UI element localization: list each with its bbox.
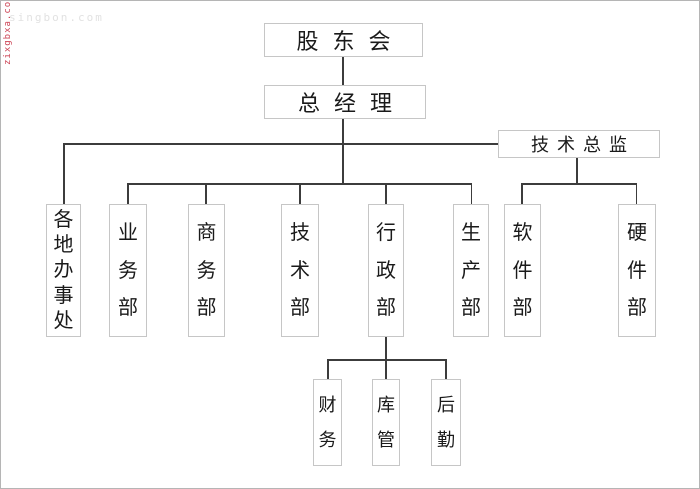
connector-left-branch-down [63,143,65,204]
connector-drop-logistics [445,359,447,379]
connector-drop-commerce [205,183,207,204]
node-software-dept: 软件部 [504,204,541,337]
connector-drop-software [521,183,523,204]
node-general-manager-label: 总经理 [297,91,406,116]
connector-drop-admin [385,183,387,204]
node-logistics: 后勤 [431,379,461,466]
node-shareholders: 股东会 [264,23,423,57]
connector-techdirector-down [576,158,578,183]
node-hardware-dept: 硬件部 [618,204,656,337]
connector-admin-rail [327,359,446,361]
connector-root-to-gm [342,57,344,85]
connector-drop-business [127,183,129,204]
node-regional-offices: 各地办事处 [46,204,81,337]
connector-tech-rail [521,183,637,185]
node-business-dept: 业务部 [109,204,147,337]
node-commerce-dept: 商务部 [188,204,225,337]
node-shareholders-label: 股东会 [296,29,405,54]
connector-drop-production [470,183,472,204]
node-tech-director-label: 技术总监 [531,135,635,155]
node-general-manager: 总经理 [264,85,426,119]
node-technical-dept: 技术部 [281,204,319,337]
node-admin-dept: 行政部 [368,204,404,337]
connector-gm-down [342,119,344,185]
node-production-dept: 生产部 [453,204,489,337]
connector-drop-finance [327,359,329,379]
connector-drop-hardware [635,183,637,204]
connector-drop-technical [299,183,301,204]
node-finance: 财务 [313,379,342,466]
node-tech-director: 技术总监 [498,130,660,158]
node-warehouse: 库管 [372,379,400,466]
watermark-top: singbon.com [9,11,104,24]
connector-admin-down [385,337,387,359]
connector-drop-warehouse [385,359,387,379]
connector-main-horizontal [63,143,498,145]
watermark-side: zixgbxa.com [3,0,13,65]
